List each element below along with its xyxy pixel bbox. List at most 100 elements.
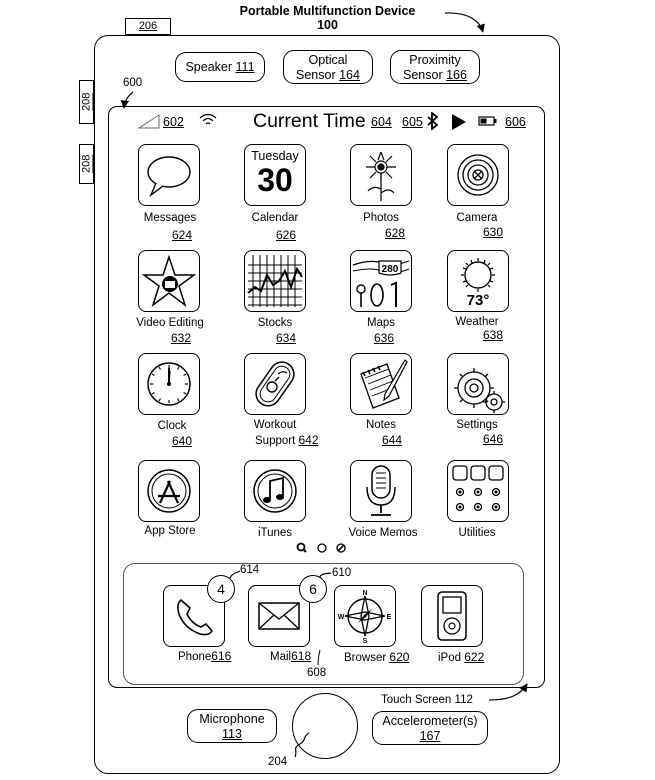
app-maps[interactable]: 280 <box>350 250 412 312</box>
svg-text:E: E <box>387 614 392 621</box>
app-camera[interactable] <box>447 144 509 206</box>
current-time: Current Time <box>253 110 366 132</box>
optical-sensor-label: Optical <box>308 53 348 67</box>
clock-icon <box>147 362 191 406</box>
app-workout-label-line2: Support 642 <box>255 434 319 448</box>
device-body <box>94 35 560 774</box>
touch-screen-label: Touch Screen <box>381 694 452 706</box>
svg-text:S: S <box>363 638 368 645</box>
app-notes[interactable] <box>350 353 412 415</box>
calendar-day: Tuesday <box>251 149 299 163</box>
dock-ipod[interactable] <box>421 585 483 647</box>
ref-208-top: 208 <box>80 92 93 112</box>
page-dot-icon <box>317 543 327 553</box>
figure-title: Portable Multifunction Device 100 <box>0 4 655 32</box>
app-utilities[interactable] <box>447 460 509 522</box>
proximity-sensor-number: 166 <box>446 68 467 82</box>
app-clock[interactable] <box>138 353 200 415</box>
app-weather-label: Weather <box>455 316 499 328</box>
dock-browser-label-line: Browser 620 <box>344 651 409 665</box>
app-photos[interactable] <box>350 144 412 206</box>
ref-208-box-top: 208 <box>79 80 94 124</box>
ref-208-bottom: 208 <box>80 154 93 174</box>
app-messages-label: Messages <box>143 212 197 224</box>
app-workout-ref: 642 <box>298 433 319 447</box>
app-settings[interactable] <box>447 353 509 415</box>
app-stocks-ref: 634 <box>276 331 297 345</box>
bluetooth-icon <box>427 112 439 130</box>
app-video-editing-ref: 632 <box>171 331 192 345</box>
time-ref: 604 <box>371 115 392 129</box>
app-messages-ref: 624 <box>172 228 193 242</box>
dock-ipod-ref: 622 <box>464 650 485 664</box>
app-workout-label2: Support <box>255 435 296 447</box>
app-workout-support[interactable] <box>244 353 306 415</box>
mail-badge-ref: 610 <box>332 567 352 579</box>
phone-badge-ref: 614 <box>240 564 260 576</box>
accelerometer-box: Accelerometer(s) 167 <box>372 711 488 745</box>
phone-badge-count: 4 <box>217 581 225 597</box>
app-messages[interactable] <box>138 144 200 206</box>
home-button-ref: 204 <box>268 756 288 768</box>
messages-icon <box>147 156 191 198</box>
browser-icon: N S W E <box>338 590 392 645</box>
app-clock-label: Clock <box>157 420 187 432</box>
mail-icon <box>258 602 300 630</box>
app-clock-ref: 640 <box>172 434 193 448</box>
dock-mail-label: Mail <box>270 651 292 663</box>
dock-phone-ref: 616 <box>211 649 232 663</box>
app-utilities-label: Utilities <box>458 527 496 539</box>
microphone-ref: 113 <box>222 727 242 741</box>
settings-icon <box>454 368 505 413</box>
app-calendar[interactable]: Tuesday 30 <box>244 144 306 206</box>
phone-icon <box>177 598 213 636</box>
battery-ref: 606 <box>505 115 526 129</box>
app-app-store-label: App Store <box>144 525 196 537</box>
dock-ref: 608 <box>307 667 327 679</box>
app-store-icon <box>147 469 191 513</box>
page-indicator[interactable] <box>295 541 349 555</box>
optical-sensor-number: 164 <box>339 68 360 82</box>
svg-text:W: W <box>338 614 345 621</box>
app-weather[interactable]: 73° <box>447 250 509 312</box>
microphone-label: Microphone <box>199 712 265 726</box>
calendar-date: 30 <box>257 162 293 198</box>
workout-icon <box>255 361 295 407</box>
app-camera-ref: 630 <box>483 225 504 239</box>
camera-icon <box>457 154 499 196</box>
app-photos-label: Photos <box>363 212 399 224</box>
touch-screen[interactable] <box>108 106 545 688</box>
maps-highway-number: 280 <box>382 264 399 275</box>
app-voice-memos-label: Voice Memos <box>348 527 418 539</box>
app-video-editing[interactable] <box>138 250 200 312</box>
ipod-icon <box>437 591 467 641</box>
touch-screen-label-line: Touch Screen 112 <box>381 694 473 706</box>
app-voice-memos[interactable] <box>350 460 412 522</box>
mail-badge-count: 6 <box>309 581 317 597</box>
dock-mail-label-line: Mail618 <box>270 650 311 664</box>
app-itunes[interactable] <box>244 460 306 522</box>
video-editing-icon <box>141 254 197 308</box>
voice-memos-icon <box>366 465 396 516</box>
app-camera-label: Camera <box>456 212 498 224</box>
app-app-store[interactable] <box>138 460 200 522</box>
app-notes-label: Notes <box>365 419 397 431</box>
figure-title-line1: Portable Multifunction Device <box>239 4 416 18</box>
app-video-editing-label: Video Editing <box>136 317 204 329</box>
signal-strength-icon <box>138 114 160 129</box>
mail-badge: 6 <box>299 575 327 603</box>
battery-icon <box>478 116 497 126</box>
dock-browser[interactable]: N S W E <box>334 585 396 647</box>
page-dot-active-icon <box>336 543 346 553</box>
app-settings-label: Settings <box>456 419 498 431</box>
bluetooth-ref: 605 <box>402 115 423 129</box>
dock-phone-label-line: Phone616 <box>178 650 231 664</box>
app-settings-ref: 646 <box>483 432 504 446</box>
home-button[interactable] <box>292 693 358 759</box>
app-stocks[interactable] <box>244 250 306 312</box>
signal-ref: 602 <box>163 115 184 129</box>
app-notes-ref: 644 <box>382 433 403 447</box>
proximity-sensor-box: Proximity Sensor 166 <box>390 50 480 84</box>
utilities-icon <box>452 465 504 512</box>
touch-screen-ref: 112 <box>454 694 473 706</box>
